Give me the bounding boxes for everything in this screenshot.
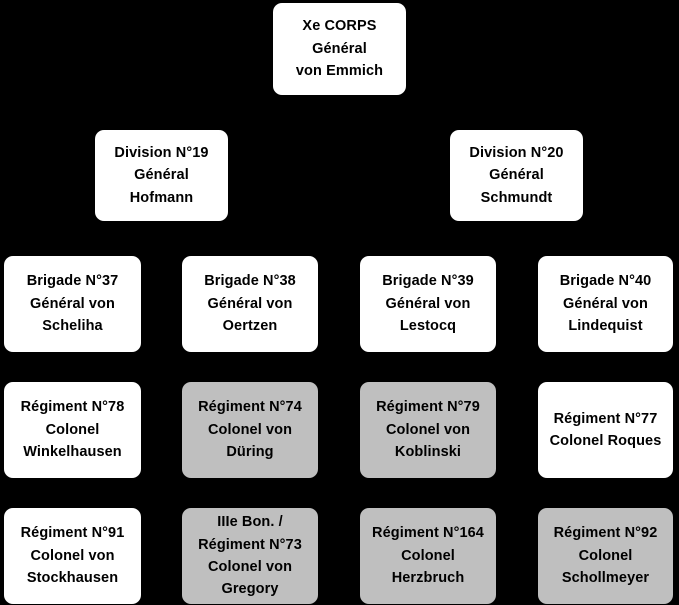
node-regiment-74-line-2: Colonel von: [207, 421, 293, 438]
node-brigade-38-line-1: Brigade N°38: [204, 273, 296, 290]
node-corps-line-1: Xe CORPS: [302, 18, 377, 35]
node-brigade-38-line-2: Général von: [207, 295, 293, 312]
node-regiment-164-line-3: Herzbruch: [391, 570, 465, 587]
node-brigade-37-line-1: Brigade N°37: [26, 273, 119, 290]
node-regiment-164: Régiment N°164 Colonel Herzbruch: [360, 508, 496, 604]
node-division-19-line-3: Hofmann: [129, 189, 194, 206]
node-brigade-37: Brigade N°37 Général von Scheliha: [4, 256, 141, 352]
node-regiment-91-line-1: Régiment N°91: [20, 525, 125, 542]
node-regiment-92: Régiment N°92 Colonel Schollmeyer: [538, 508, 673, 604]
node-regiment-77-line-1: Régiment N°77: [553, 410, 658, 427]
node-brigade-39: Brigade N°39 Général von Lestocq: [360, 256, 496, 352]
node-division-20: Division N°20 Général Schmundt: [450, 130, 583, 221]
node-regiment-73-line-2: Régiment N°73: [198, 536, 302, 553]
node-regiment-74-line-3: Düring: [226, 444, 274, 461]
node-brigade-37-line-3: Scheliha: [42, 318, 103, 335]
node-regiment-91-line-3: Stockhausen: [26, 570, 119, 587]
node-division-19: Division N°19 Général Hofmann: [95, 130, 228, 221]
node-brigade-37-line-2: Général von: [30, 295, 115, 312]
node-corps: Xe CORPS Général von Emmich: [273, 3, 406, 95]
node-division-20-line-2: Général: [489, 167, 544, 184]
node-brigade-40-line-2: Général von: [563, 295, 648, 312]
node-regiment-73-line-1: IIIe Bon. /: [217, 514, 283, 531]
node-regiment-92-line-3: Schollmeyer: [561, 570, 650, 587]
node-regiment-92-line-2: Colonel: [578, 547, 633, 564]
node-regiment-79-line-2: Colonel von: [385, 421, 471, 438]
node-brigade-38-line-3: Oertzen: [222, 318, 278, 335]
node-regiment-74-line-1: Régiment N°74: [198, 399, 302, 416]
node-regiment-78: Régiment N°78 Colonel Winkelhausen: [4, 382, 141, 478]
node-regiment-78-line-2: Colonel: [45, 421, 100, 438]
node-brigade-40: Brigade N°40 Général von Lindequist: [538, 256, 673, 352]
node-regiment-74: Régiment N°74 Colonel von Düring: [182, 382, 318, 478]
node-corps-line-2: Général: [312, 40, 367, 57]
node-regiment-79-line-1: Régiment N°79: [376, 399, 480, 416]
node-regiment-91: Régiment N°91 Colonel von Stockhausen: [4, 508, 141, 604]
node-regiment-79-line-3: Koblinski: [394, 444, 462, 461]
node-brigade-40-line-1: Brigade N°40: [559, 273, 652, 290]
node-brigade-38: Brigade N°38 Général von Oertzen: [182, 256, 318, 352]
node-brigade-39-line-1: Brigade N°39: [382, 273, 474, 290]
node-regiment-77-line-2: Colonel Roques: [549, 433, 662, 449]
node-regiment-92-line-1: Régiment N°92: [553, 525, 658, 542]
node-regiment-73-iii-bon: IIIe Bon. / Régiment N°73 Colonel von Gr…: [182, 508, 318, 604]
node-corps-line-3: von Emmich: [295, 63, 384, 80]
node-regiment-79: Régiment N°79 Colonel von Koblinski: [360, 382, 496, 478]
node-division-19-line-1: Division N°19: [114, 144, 209, 161]
node-regiment-91-line-2: Colonel von: [30, 547, 115, 564]
node-regiment-164-line-1: Régiment N°164: [372, 525, 484, 542]
node-regiment-164-line-2: Colonel: [401, 547, 455, 564]
node-brigade-39-line-3: Lestocq: [399, 318, 457, 335]
node-division-20-line-1: Division N°20: [469, 144, 564, 161]
node-brigade-40-line-3: Lindequist: [568, 318, 643, 335]
node-regiment-73-line-3: Colonel von: [207, 559, 293, 575]
node-brigade-39-line-2: Général von: [385, 295, 471, 312]
node-division-19-line-2: Général: [134, 167, 189, 184]
node-regiment-78-line-1: Régiment N°78: [20, 399, 125, 416]
node-division-20-line-3: Schmundt: [480, 189, 553, 206]
node-regiment-78-line-3: Winkelhausen: [23, 444, 122, 461]
node-regiment-73-line-4: Gregory: [221, 581, 279, 598]
node-regiment-77: Régiment N°77 Colonel Roques: [538, 382, 673, 478]
